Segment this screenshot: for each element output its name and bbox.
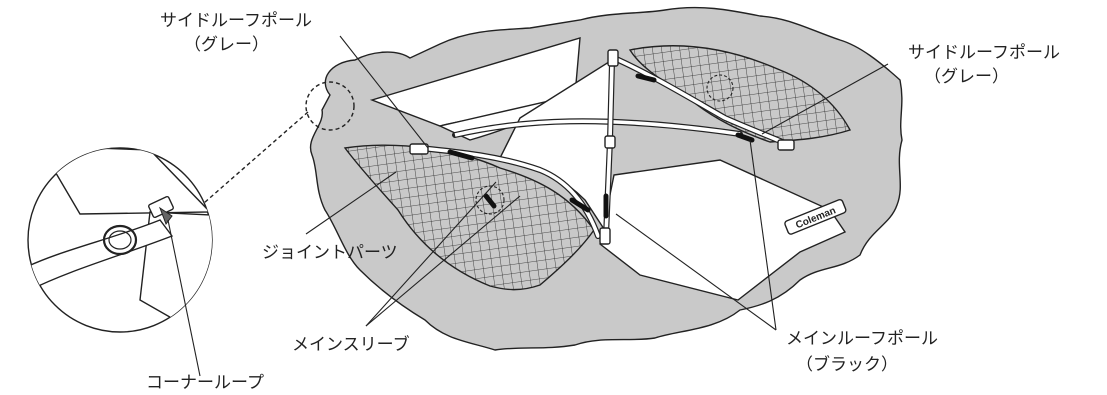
label-joint-parts: ジョイントパーツ xyxy=(262,243,398,263)
label-side-roof-pole-right-color: （グレー） xyxy=(924,67,1009,87)
joint-part-icons xyxy=(409,49,795,245)
corner-loop-zoom xyxy=(27,147,213,333)
joint-detail-circle-left xyxy=(475,185,505,215)
label-corner-loop: コーナーループ xyxy=(146,373,264,393)
leader-lines xyxy=(167,35,889,377)
joint-detail-circle-right xyxy=(706,74,734,102)
corner-indicator-circle xyxy=(305,81,355,131)
label-side-roof-pole-right: サイドルーフポール xyxy=(908,43,1060,63)
fabric-panel-right xyxy=(599,159,847,301)
mesh-panel-left xyxy=(343,144,595,291)
label-main-roof-pole: メインルーフポール xyxy=(786,329,938,349)
corner-zoom-guide xyxy=(195,111,309,211)
main-roof-pole-black-segments xyxy=(447,73,755,219)
label-side-roof-pole-left-color: （グレー） xyxy=(184,35,269,55)
label-side-roof-pole-left: サイドルーフポール xyxy=(160,11,312,31)
label-main-roof-pole-color: （ブラック） xyxy=(796,354,898,375)
label-main-sleeve: メインスリーブ xyxy=(292,334,410,355)
